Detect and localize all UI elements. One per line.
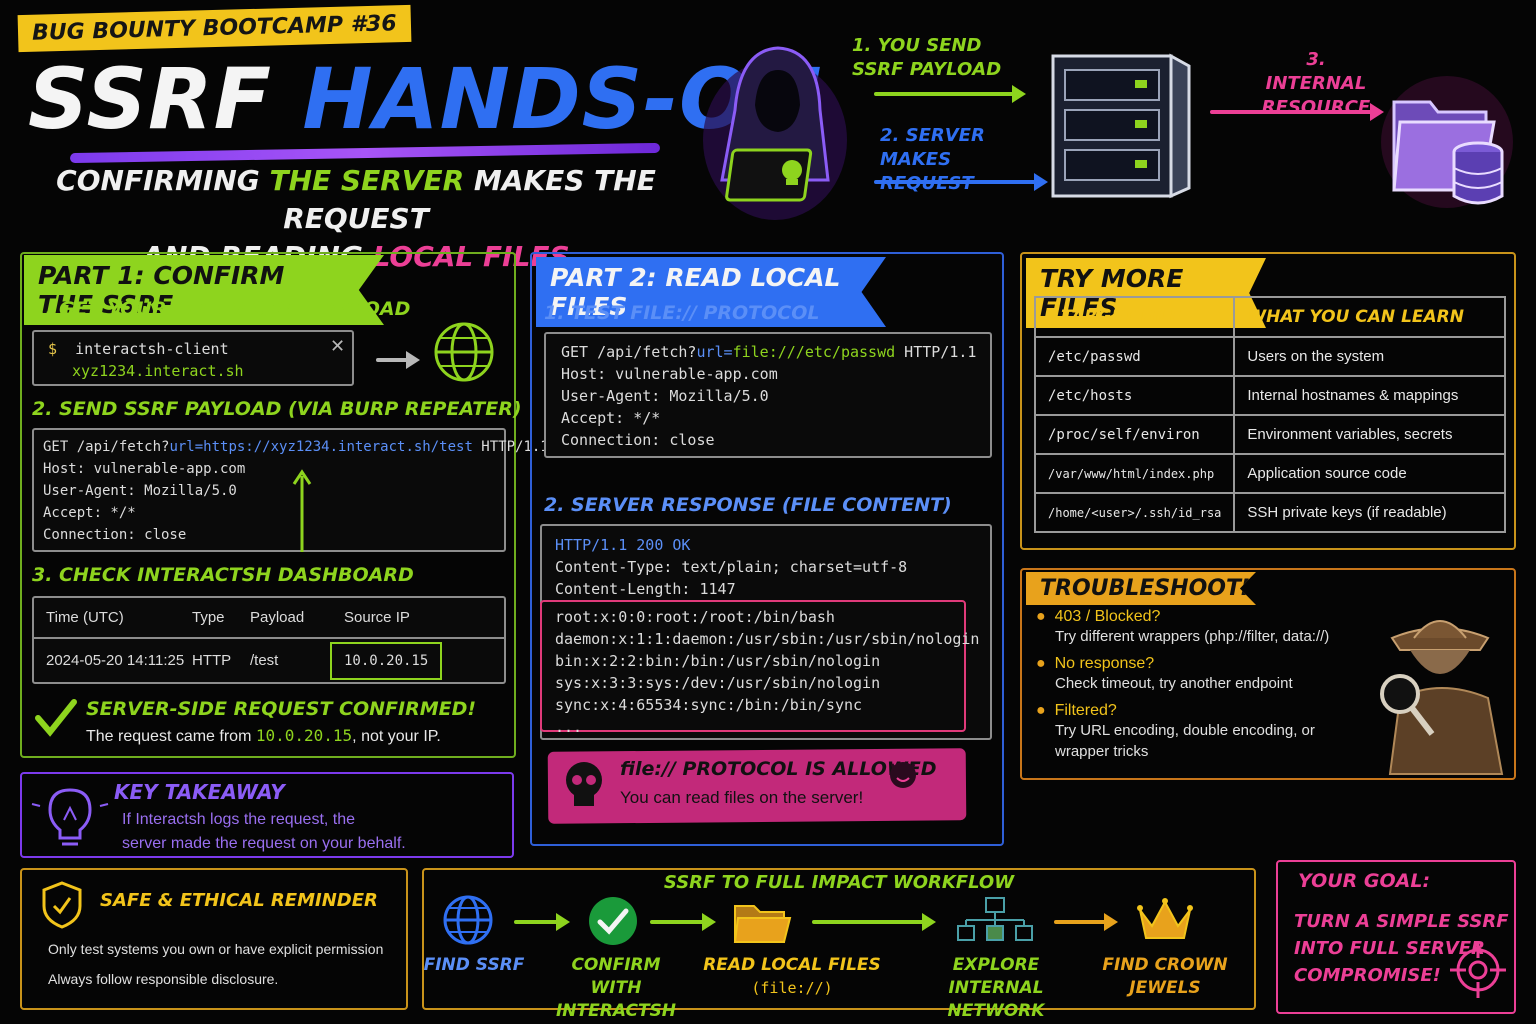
col-what-you-learn: WHAT YOU CAN LEARN <box>1233 296 1506 338</box>
file-response-box: HTTP/1.1 200 OK Content-Type: text/plain… <box>540 524 992 740</box>
col-target-file: - TARGET FILE <box>1033 296 1236 338</box>
status-ok: 200 OK <box>636 536 691 554</box>
flow-step1-label: 1. YOU SEND SSRF PAYLOAD <box>852 35 1002 80</box>
skull-icon <box>566 762 602 806</box>
file-url: file:///etc/passwd <box>732 343 896 361</box>
check-circle-icon <box>589 897 637 945</box>
ssrf-request-box: GET /api/fetch?url=https://xyz1234.inter… <box>32 428 549 552</box>
devil-icon <box>890 762 916 788</box>
folder-database-icon <box>1381 76 1513 208</box>
terminal-command: interactsh-client <box>75 340 229 358</box>
target-icon <box>1450 942 1506 998</box>
confirm-title: SERVER-SIDE REQUEST CONFIRMED! <box>86 698 477 720</box>
goal-text: TURN A SIMPLE SSRF INTO FULL SERVER COMP… <box>1294 911 1509 986</box>
takeaway-title: KEY TAKEAWAY <box>114 780 285 804</box>
bootcamp-badge: BUG BOUNTY BOOTCAMP #36 <box>17 4 412 53</box>
ethics-panel <box>20 868 408 1010</box>
part1-step1-label: 1. GET YOUR INTERACTSH PAYLOAD <box>32 298 411 320</box>
col-time: Time (UTC) <box>46 608 124 626</box>
network-icon <box>957 897 1033 941</box>
shield-icon <box>42 881 82 929</box>
workflow-arrow <box>514 913 570 931</box>
globe-icon <box>434 322 494 382</box>
page-subtitle: CONFIRMING THE SERVER MAKES THE REQUEST … <box>56 164 656 273</box>
part2-panel <box>530 252 1004 846</box>
part2-title: PART 2: READ LOCAL FILES <box>536 257 886 327</box>
col-type: Type <box>192 608 225 626</box>
list-item: ● No response? Check timeout, try anothe… <box>1036 655 1293 692</box>
col-payload: Payload <box>250 608 305 626</box>
confirm-text: The request came from 10.0.20.15, not yo… <box>86 726 441 745</box>
workflow-step-find-ssrf: FIND SSRF <box>423 955 525 975</box>
detective-illustration <box>1380 620 1504 775</box>
workflow-arrow <box>812 913 936 931</box>
alert-text: You can read files on the server! <box>620 788 864 807</box>
interactsh-url: https://xyz1234.interact.sh/test <box>203 439 473 455</box>
part1-panel <box>20 252 516 758</box>
title-ssrf: SSRF <box>28 50 273 148</box>
table-row[interactable]: 2024-05-20 14:11:25 HTTP /test 10.0.20.1… <box>34 638 504 682</box>
alert-title: file:// PROTOCOL IS ALLOWED <box>620 758 937 780</box>
interactsh-dashboard: Time (UTC) Type Payload Source IP 2024-0… <box>32 596 506 684</box>
troubleshooting-title: TROUBLESHOOTING <box>1026 572 1256 605</box>
part2-step2-label: 2. SERVER RESPONSE (FILE CONTENT) <box>544 494 952 516</box>
troubleshooting-panel <box>1020 568 1516 780</box>
workflow-panel <box>422 868 1256 1010</box>
part1-step2-label: 2. SEND SSRF PAYLOAD (VIA BURP REPEATER) <box>32 398 522 420</box>
more-files-table: - TARGET FILE WHAT YOU CAN LEARN /etc/pa… <box>1033 296 1506 533</box>
lightbulb-icon <box>31 788 109 846</box>
takeaway-text: If Interactsh logs the request, the serv… <box>122 811 406 852</box>
takeaway-panel <box>20 772 514 858</box>
passwd-content: root:x:0:0:root:/root:/bin/bash daemon:x… <box>540 600 979 736</box>
crown-icon <box>1137 898 1193 939</box>
checkmark-icon <box>35 699 77 737</box>
close-icon[interactable]: ✕ <box>330 336 346 356</box>
server-icon <box>1051 53 1191 199</box>
source-ip-highlight: 10.0.20.15 <box>330 641 443 680</box>
flow-arrow-send <box>874 85 1026 103</box>
workflow-title: SSRF TO FULL IMPACT WORKFLOW <box>663 872 1015 893</box>
terminal-arrow <box>376 351 420 369</box>
part1-title: PART 1: CONFIRM THE SSRF <box>24 255 384 325</box>
ethics-text: Only test systems you own or have explic… <box>48 941 384 987</box>
list-item: ● 403 / Blocked? Try different wrappers … <box>1036 608 1330 645</box>
part1-step3-label: 3. CHECK INTERACTSH DASHBOARD <box>32 564 414 586</box>
workflow-step-read-files: READ LOCAL FILES (file://) <box>703 955 881 997</box>
file-request-box: GET /api/fetch?url=file:///etc/passwd HT… <box>544 332 992 458</box>
folder-icon <box>733 905 792 943</box>
globe-icon <box>443 895 493 945</box>
url-highlight-arrow <box>292 469 312 552</box>
troubleshooting-list: ● 403 / Blocked? Try different wrappers … <box>1036 608 1386 762</box>
col-source-ip: Source IP <box>344 608 410 626</box>
workflow-arrow <box>1054 913 1118 931</box>
hacker-illustration <box>703 46 847 220</box>
list-item: ● Filtered? Try URL encoding, double enc… <box>1036 702 1315 760</box>
goal-title: YOUR GOAL: <box>1298 870 1431 892</box>
workflow-step-explore: EXPLORE INTERNAL NETWORK <box>947 955 1045 1021</box>
more-files-panel <box>1020 252 1516 550</box>
goal-panel <box>1276 860 1516 1014</box>
workflow-step-crown-jewels: FIND CROWN JEWELS <box>1102 955 1228 998</box>
workflow-arrow <box>650 913 716 931</box>
flow-arrow-internal <box>1210 103 1384 121</box>
interactsh-host: xyz1234.interact.sh <box>72 362 244 380</box>
flow-step2-label: 2. SERVER MAKES REQUEST <box>880 125 985 194</box>
flow-arrow-request <box>874 173 1048 191</box>
ethics-title: SAFE & ETHICAL REMINDER <box>100 890 378 911</box>
workflow-step-confirm: CONFIRM WITH INTERACTSH <box>555 955 677 1021</box>
interactsh-terminal: $ interactsh-client xyz1234.interact.sh <box>32 330 354 386</box>
part2-step1-label: 1. TEST FILE:// PROTOCOL <box>544 302 820 324</box>
